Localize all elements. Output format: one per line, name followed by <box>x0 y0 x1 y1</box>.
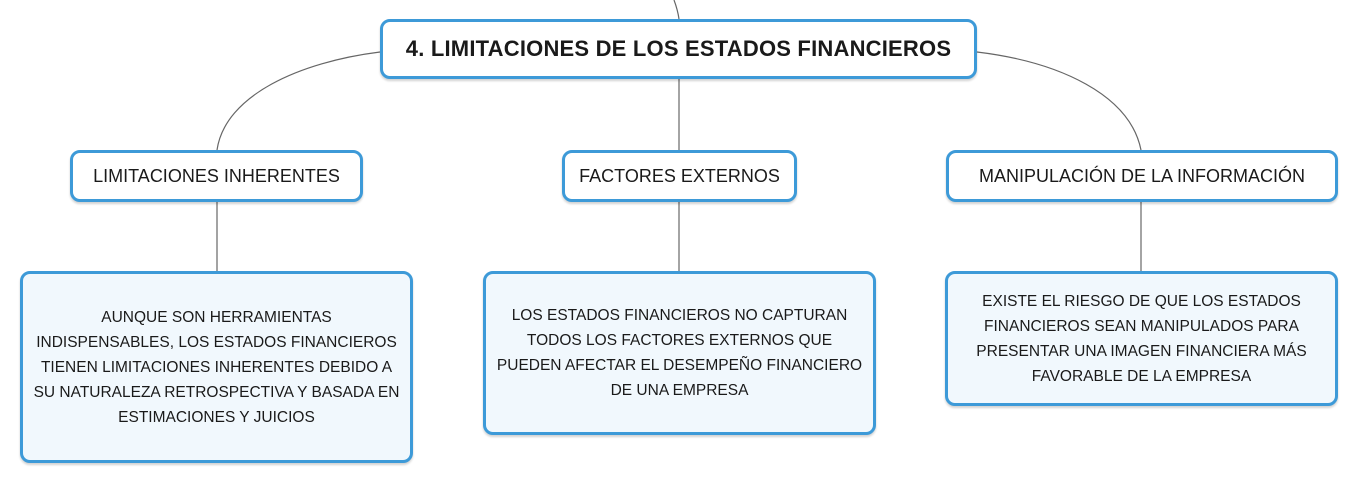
leaf-node-limitaciones-inherentes[interactable]: AUNQUE SON HERRAMIENTAS INDISPENSABLES, … <box>20 271 413 463</box>
leaf-text: EXISTE EL RIESGO DE QUE LOS ESTADOS FINA… <box>976 292 1307 385</box>
branch-node-manipulacion-informacion[interactable]: MANIPULACIÓN DE LA INFORMACIÓN <box>946 150 1338 202</box>
root-node[interactable]: 4. LIMITACIONES DE LOS ESTADOS FINANCIER… <box>380 19 977 79</box>
root-title: 4. LIMITACIONES DE LOS ESTADOS FINANCIER… <box>405 36 952 61</box>
branch-node-limitaciones-inherentes[interactable]: LIMITACIONES INHERENTES <box>70 150 363 202</box>
leaf-text: AUNQUE SON HERRAMIENTAS INDISPENSABLES, … <box>33 308 400 426</box>
connector-incoming <box>673 0 680 20</box>
leaf-text: LOS ESTADOS FINANCIEROS NO CAPTURAN TODO… <box>496 307 863 399</box>
connector-root-branch-1 <box>216 51 381 151</box>
branch-title: MANIPULACIÓN DE LA INFORMACIÓN <box>978 165 1306 186</box>
branch-title: FACTORES EXTERNOS <box>579 165 780 186</box>
branch-node-factores-externos[interactable]: FACTORES EXTERNOS <box>562 150 797 202</box>
connector-root-branch-3 <box>976 51 1142 151</box>
leaf-node-factores-externos[interactable]: LOS ESTADOS FINANCIEROS NO CAPTURAN TODO… <box>483 271 876 435</box>
branch-title: LIMITACIONES INHERENTES <box>93 165 340 186</box>
leaf-node-manipulacion-informacion[interactable]: EXISTE EL RIESGO DE QUE LOS ESTADOS FINA… <box>945 271 1338 406</box>
